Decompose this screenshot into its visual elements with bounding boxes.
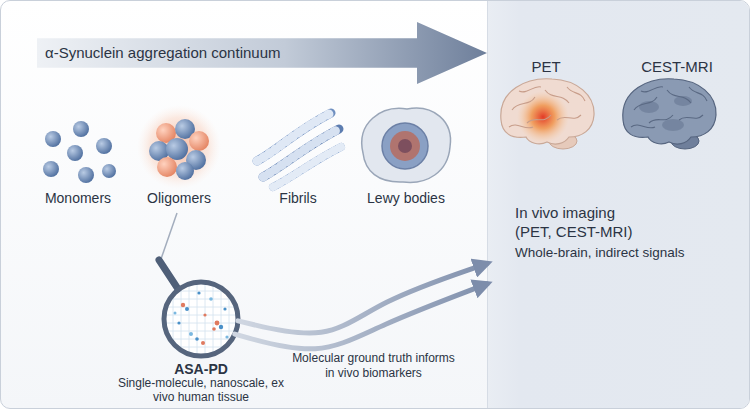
gyri [634,97,657,110]
lewy-body-halo [382,123,428,169]
fibril [273,147,341,187]
cerebellum [671,133,699,149]
lens-content [203,313,206,316]
monomer [96,138,112,154]
monomer [67,145,83,161]
monomer [43,161,59,177]
continuum-arrow: α-Synuclein aggregation continuum [37,21,487,85]
oligomer-sphere [176,162,194,180]
pet-brain [501,79,594,149]
method-description: Single-molecule, nanoscale, ex vivo huma… [115,377,287,404]
oligomer-sphere [166,138,188,160]
oligomer-sphere [157,157,177,177]
gyri [557,115,581,120]
oligomer-sphere [189,131,209,151]
mri-contrast [639,96,692,131]
lens-content [223,307,226,310]
monomer [78,167,94,183]
monomer-group [43,121,116,183]
curved-arrow [238,264,487,334]
lens-content [181,303,185,307]
gyri [519,87,541,92]
lens-content [197,291,200,294]
magnifier-lens: ASA-PDSingle-molecule, nanoscale, ex viv… [161,279,241,359]
mri-contrast [674,96,692,106]
gyri [509,87,585,128]
lens-content [185,307,189,311]
fibril-stripe [273,147,341,187]
curved-arrow [235,284,487,349]
lens-content [195,337,199,341]
mri-brain [623,79,716,149]
lens-content [201,341,205,345]
arrow-label: α-Synuclein aggregation continuum [45,38,375,68]
oligomer-glow [137,105,221,189]
oligomer-cluster [137,105,221,189]
lewy-body-cell [362,108,451,182]
gyri [667,90,691,103]
method-name: ASA-PD [101,361,301,377]
lewy-body [390,131,420,161]
lens-shape [161,279,241,359]
magnifier-handle [159,260,180,292]
lens-content [209,297,213,301]
lens-rim [164,282,238,356]
stage-label: Lewy bodies [336,190,476,206]
lens-content [174,312,177,315]
gyri [649,115,673,123]
stage-label: Oligomers [109,190,249,206]
lens-content [212,327,216,331]
gyri [689,87,707,101]
lewy-body-core [398,139,412,153]
lens-content [161,279,241,359]
lens-content [225,335,228,338]
stage-label: Monomers [8,190,148,206]
gyri [641,87,663,92]
lens-content [177,321,180,324]
gyri [567,87,585,101]
gyri [509,125,533,128]
panel-heading: In vivo imaging (PET, CEST-MRI) [515,203,643,241]
monomer [102,164,116,178]
fibril-bundle [257,113,341,187]
stage-label: CEST-MRI [607,58,747,75]
gyri [527,115,551,123]
leader-line [161,213,177,259]
stage-label: Fibrils [228,190,368,206]
mri-contrast [639,101,659,113]
lens-content [215,321,220,326]
arrow-shape [37,22,487,84]
cerebellum [549,133,577,149]
gyri [631,125,655,128]
gyri [545,90,569,103]
gyri [679,115,703,120]
gyri [512,97,535,110]
lens-content [219,325,223,329]
mri-contrast [662,119,684,131]
gyri [631,87,707,128]
edge-label: Molecular ground truth informs in vivo b… [291,351,456,381]
cell-body [362,108,451,182]
brain-outline [623,79,716,144]
lens-content [161,279,241,359]
pet-hotspot [517,91,569,143]
lens-content [189,332,193,336]
brain-outline [501,79,594,144]
monomer [45,131,61,147]
panel-subtitle: Whole-brain, indirect signals [515,244,735,262]
stage-label: PET [476,58,616,75]
monomer [73,121,89,137]
